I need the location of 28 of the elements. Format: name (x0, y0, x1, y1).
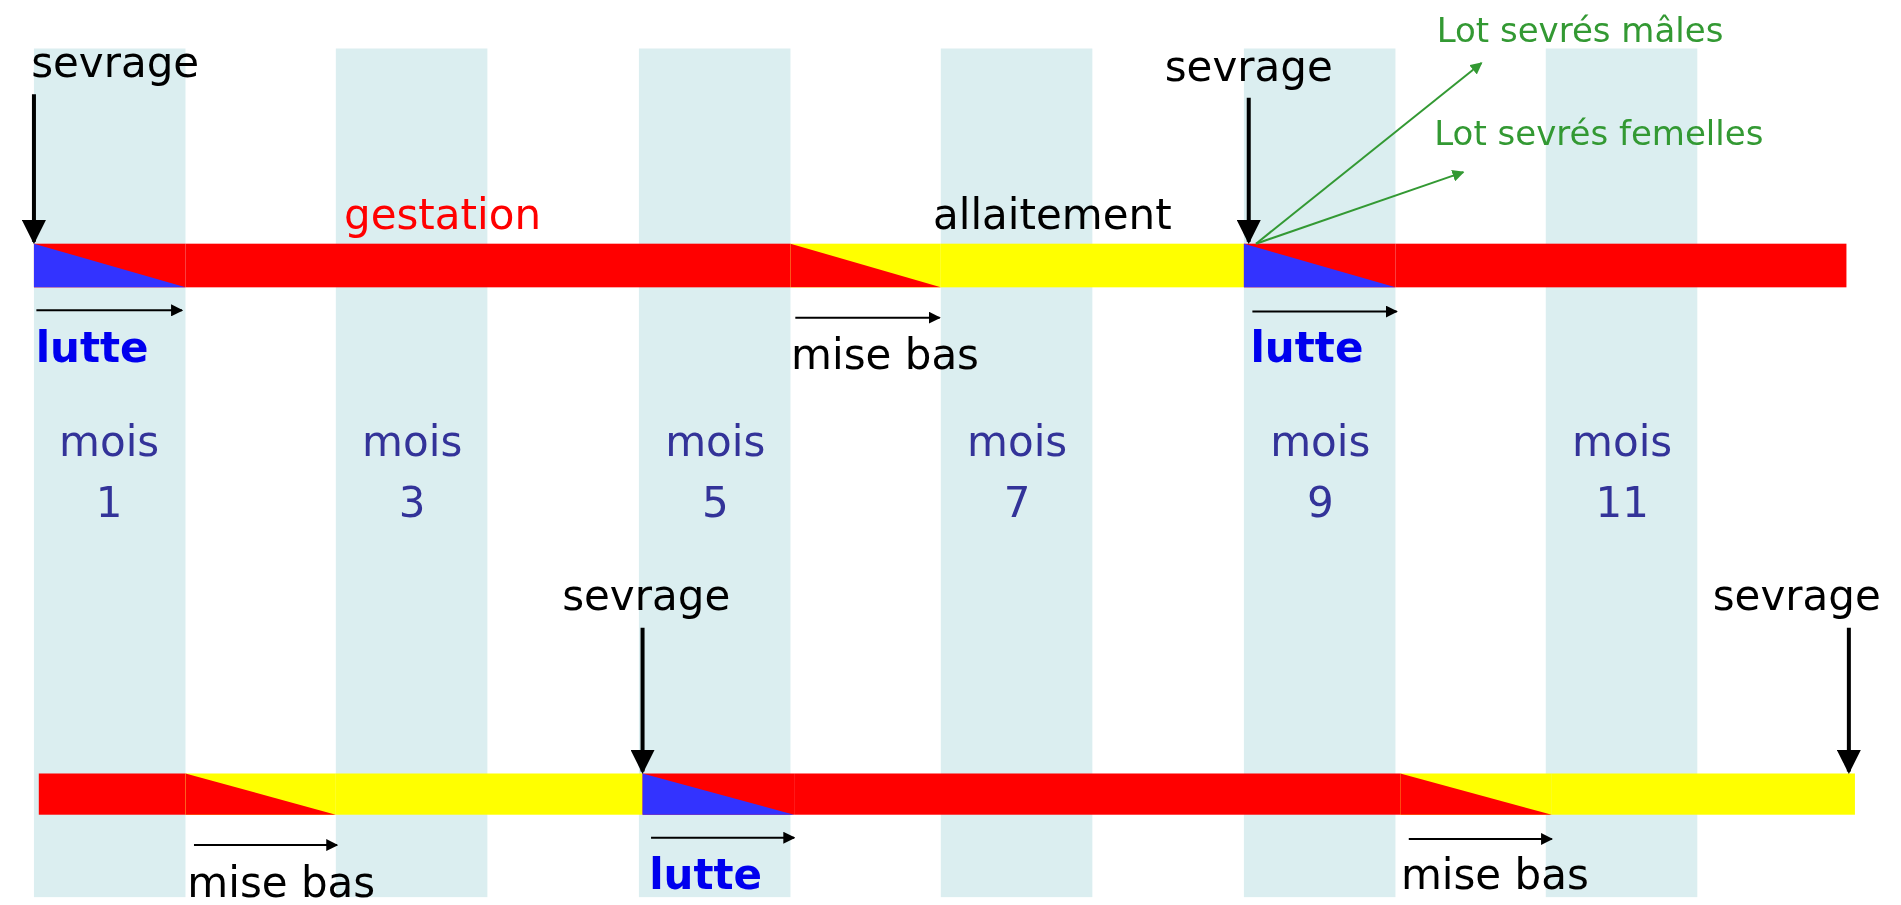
arrow (1255, 62, 1483, 245)
month-label: mois 7 (966, 415, 1069, 529)
arrow (1236, 97, 1261, 245)
phase-label: mise bas (791, 330, 979, 381)
phase-label: lutte (1250, 322, 1364, 374)
phase-label: mise bas (187, 857, 376, 905)
arrow (1255, 170, 1465, 245)
phase-label: mise bas (1400, 850, 1589, 901)
phase-label: allaitement (933, 189, 1172, 240)
text-label: Lot sevrés mâles (1436, 9, 1724, 51)
text-label: sevrage (1164, 41, 1333, 92)
timeline-bar (33, 243, 1847, 288)
arrow (1836, 627, 1861, 774)
phase-label: lutte (35, 322, 149, 374)
text-label: sevrage (31, 37, 200, 89)
month-label: mois 1 (58, 415, 161, 529)
phase-label: lutte (649, 850, 763, 901)
arrow (21, 94, 46, 245)
month-label: mois 3 (361, 415, 464, 529)
text-label: sevrage (562, 571, 731, 622)
month-label: mois 11 (1571, 415, 1674, 529)
month-label: mois 5 (664, 415, 767, 529)
text-label: Lot sevrés femelles (1434, 112, 1764, 154)
arrow (630, 627, 655, 774)
month-label: mois 9 (1269, 415, 1372, 529)
phase-label: gestation (344, 189, 542, 240)
text-label: sevrage (1712, 571, 1881, 622)
timeline-bar (38, 773, 1855, 815)
